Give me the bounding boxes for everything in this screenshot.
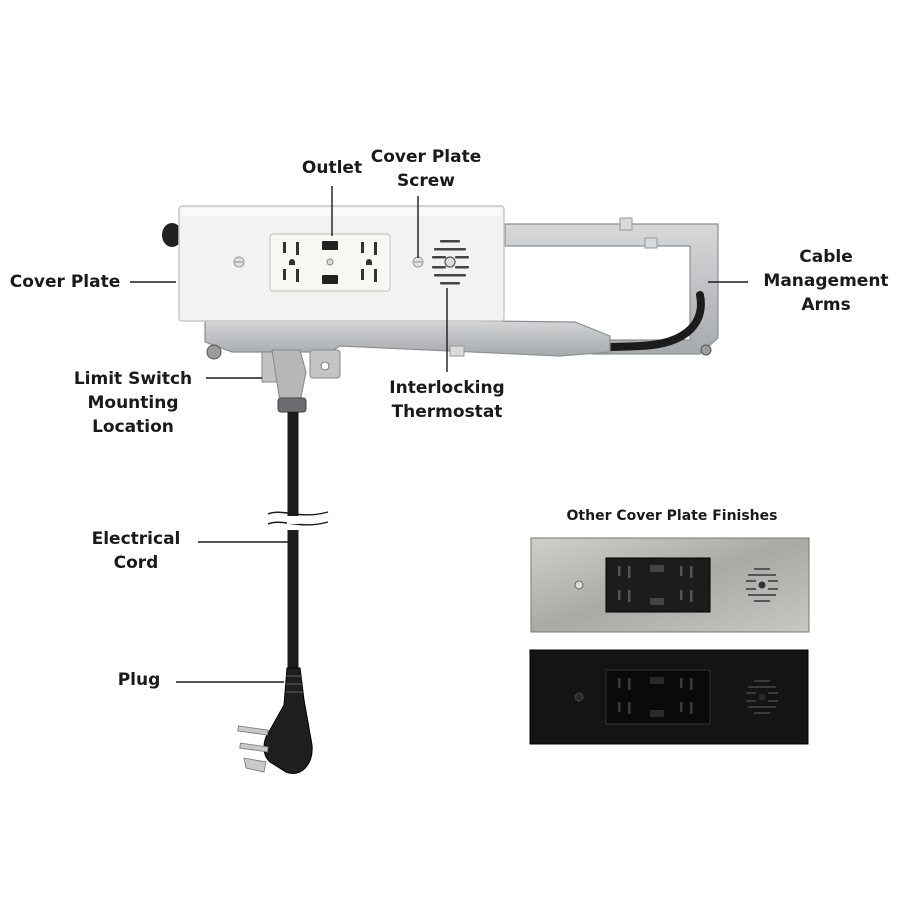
label-limit-switch-line3: Location [92, 417, 174, 437]
label-cable-management-arms-line2: Management [763, 271, 889, 291]
electrical-cord [267, 412, 329, 668]
label-plug-text: Plug [117, 670, 161, 690]
finish-black [529, 649, 809, 745]
lower-bracket-arm [204, 317, 611, 379]
label-cover-plate-screw-line1: Cover Plate [370, 147, 482, 167]
label-limit-switch-line2: Mounting [87, 393, 179, 413]
thermostat-vent [432, 240, 469, 285]
label-limit-switch-mounting-location: Limit Switch Mounting Location [60, 367, 206, 439]
label-electrical-cord-line2: Cord [113, 553, 159, 573]
plate-end-knob [162, 223, 182, 247]
label-interlocking-thermostat-line1: Interlocking [389, 378, 505, 398]
label-outlet: Outlet [272, 156, 392, 180]
label-cover-plate-screw: Cover Plate Screw [356, 145, 496, 193]
label-cable-management-arms-line1: Cable [799, 247, 853, 267]
limit-switch-bracket [261, 349, 307, 413]
label-interlocking-thermostat: Interlocking Thermostat [376, 376, 518, 424]
plug [237, 667, 313, 774]
leader-lines [130, 186, 748, 683]
outlet-receptacle [269, 233, 391, 292]
label-cable-management-arms: Cable Management Arms [752, 245, 900, 317]
label-cable-management-arms-line3: Arms [801, 295, 851, 315]
label-electrical-cord-line1: Electrical [91, 529, 181, 549]
label-cover-plate: Cover Plate [4, 270, 126, 294]
label-cover-plate-text: Cover Plate [9, 272, 121, 292]
label-electrical-cord: Electrical Cord [76, 527, 196, 575]
label-interlocking-thermostat-line2: Thermostat [391, 402, 503, 422]
label-outlet-text: Outlet [301, 158, 363, 178]
label-plug: Plug [100, 668, 178, 692]
label-limit-switch-line1: Limit Switch [73, 369, 193, 389]
cover-plate [178, 205, 505, 322]
finishes-title: Other Cover Plate Finishes [566, 508, 778, 524]
cable-management-arms [504, 217, 719, 356]
finish-stainless-steel [530, 537, 810, 633]
label-cover-plate-screw-line2: Screw [397, 171, 455, 191]
